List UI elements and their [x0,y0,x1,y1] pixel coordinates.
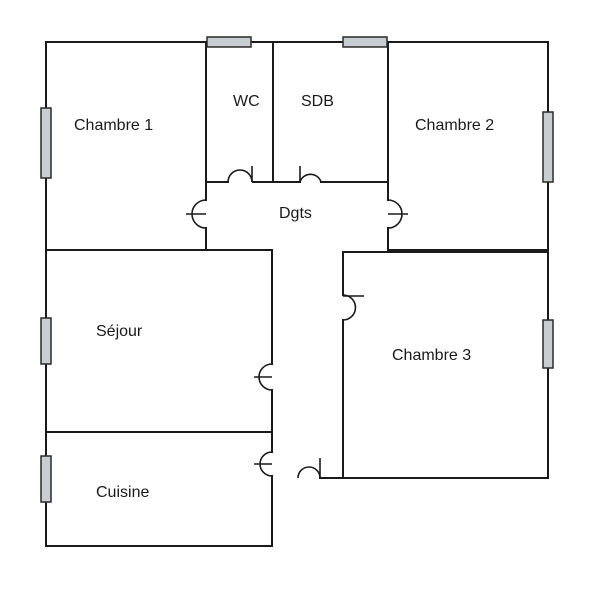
label-chambre1: Chambre 1 [74,117,153,134]
window-sejour [40,317,52,365]
sdb-door [299,173,322,183]
label-dgts: Dgts [279,205,312,222]
label-cuisine: Cuisine [96,484,149,501]
label-sejour: Séjour [96,323,143,340]
window-chambre3 [542,319,554,369]
window-wc [206,36,252,48]
label-wc: WC [233,93,260,110]
doors [186,166,408,479]
window-cuisine [40,455,52,503]
window-chambre2 [542,111,554,183]
room-labels: Chambre 1 WC SDB Chambre 2 Dgts Séjour C… [74,93,494,501]
wc-door [227,169,253,183]
window-sdb [342,36,388,48]
label-chambre2: Chambre 2 [415,117,494,134]
chambre3-door [342,294,357,321]
window-chambre1 [40,107,52,179]
windows [40,36,554,503]
entrance-door [297,466,321,479]
label-chambre3: Chambre 3 [392,347,471,364]
label-sdb: SDB [301,93,334,110]
